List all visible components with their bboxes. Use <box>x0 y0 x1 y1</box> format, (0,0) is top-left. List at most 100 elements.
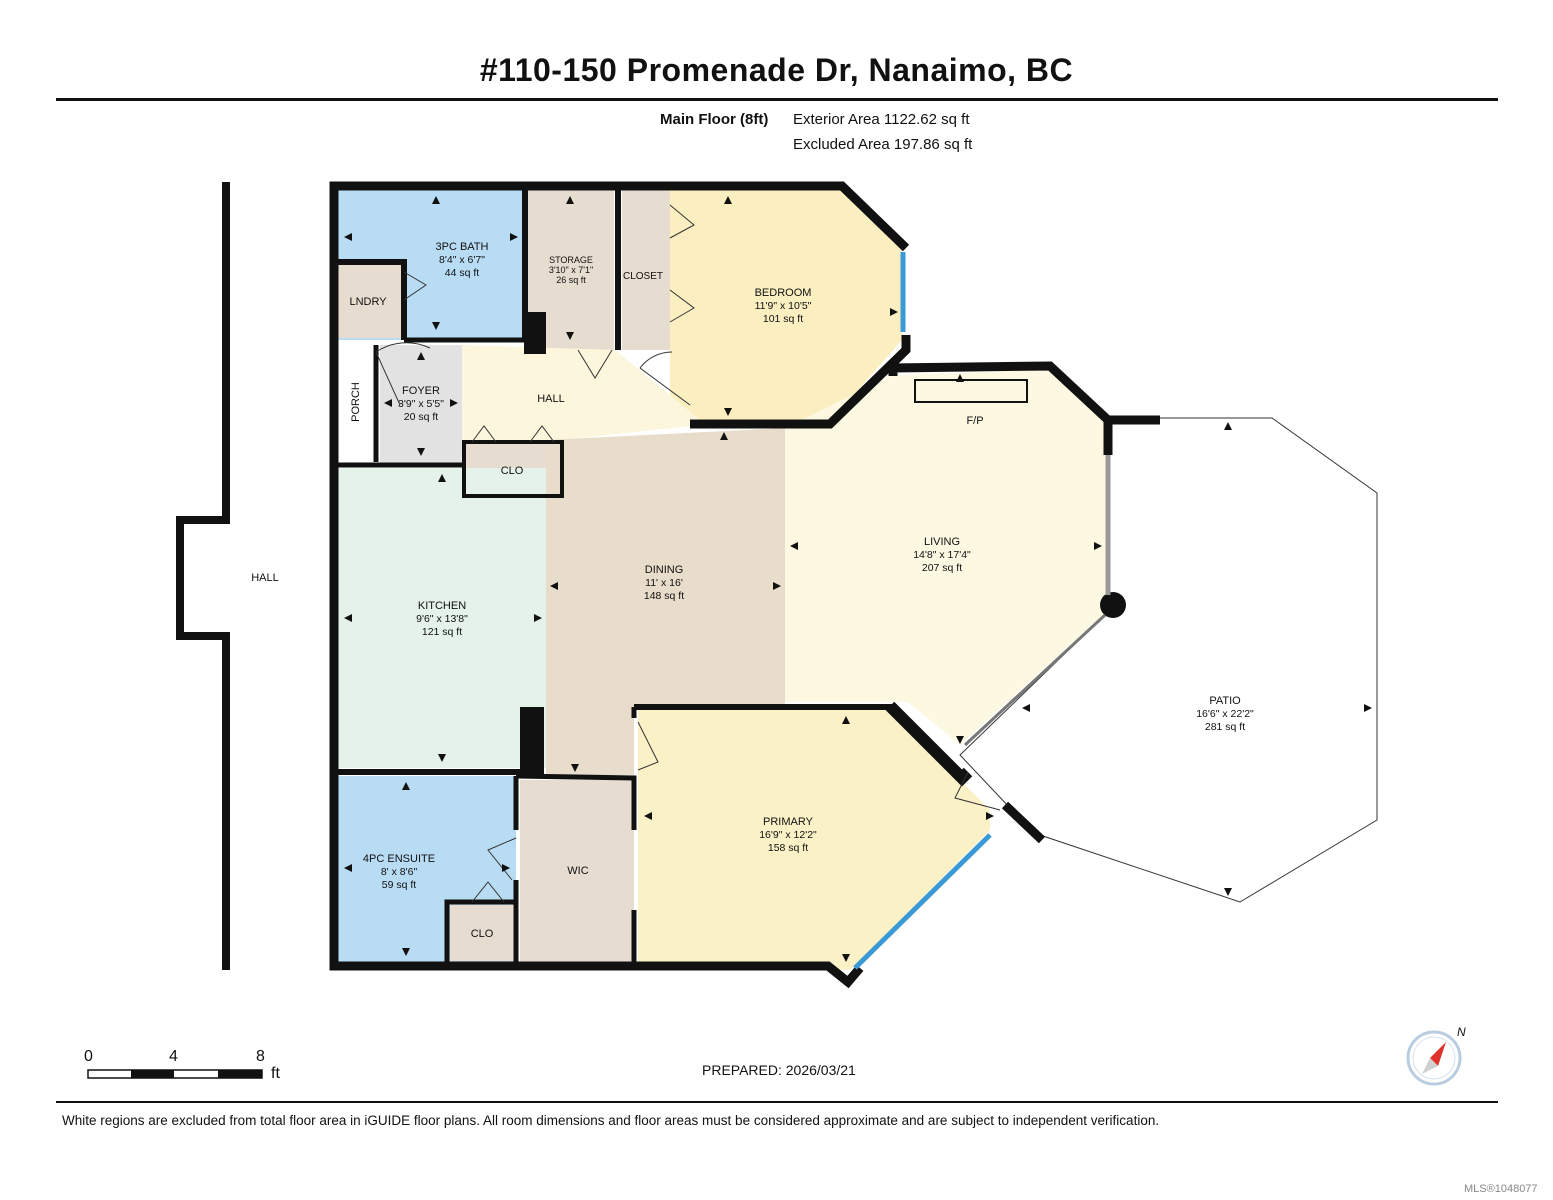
laundry-wall <box>338 259 407 340</box>
storage-door <box>577 349 613 379</box>
primary-window <box>853 833 992 970</box>
doors <box>375 204 1001 903</box>
patio-area <box>959 417 1378 903</box>
dining-area: 148 sq ft <box>644 590 684 602</box>
primary-fill <box>638 710 990 970</box>
wic-name: WIC <box>567 865 588 877</box>
bath3-area: 44 sq ft <box>445 267 480 279</box>
clo-ensuite-wall <box>444 899 516 966</box>
closet-door-2 <box>669 289 695 323</box>
laundry-name: LNDRY <box>349 296 387 308</box>
clo-foyer-wall <box>462 440 564 498</box>
primary-area: 158 sq ft <box>768 842 808 854</box>
bedroom-fill <box>670 190 902 422</box>
excluded-area-label: Excluded Area 197.86 sq ft <box>793 136 973 153</box>
outer-wall-bottom <box>329 462 864 989</box>
foyer-name: FOYER <box>402 385 440 397</box>
ensuite-area: 59 sq ft <box>382 879 417 891</box>
fireplace-box <box>914 379 1028 403</box>
bedroom-area: 101 sq ft <box>763 313 803 325</box>
clo-ensuite-name: CLO <box>471 928 494 940</box>
ensuite-name: 4PC ENSUITE <box>363 853 435 865</box>
closet-fill <box>622 190 670 350</box>
kitchen-fill <box>338 468 546 768</box>
footer-rule <box>56 1101 1498 1103</box>
disclaimer: White regions are excluded from total fl… <box>62 1113 1160 1128</box>
bath3-name: 3PC BATH <box>436 241 489 253</box>
patio-area: 281 sq ft <box>1205 721 1245 733</box>
dining-name: DINING <box>645 564 684 576</box>
kitchen-dims: 9'6" x 13'8" <box>416 613 468 625</box>
dining-dims: 11' x 16' <box>645 577 683 589</box>
patio-name: PATIO <box>1209 695 1241 707</box>
kitchen-name: KITCHEN <box>418 600 466 612</box>
exterior-area-label: Exterior Area 1122.62 sq ft <box>793 111 970 128</box>
porch-name: PORCH <box>350 382 362 422</box>
living-fill <box>785 370 1108 745</box>
bedroom-dims: 11'9" x 10'5" <box>755 300 812 312</box>
hall-outer-name: HALL <box>251 572 279 584</box>
patio-corner-wall <box>1001 801 1046 844</box>
hall-inner-name: HALL <box>537 393 565 405</box>
ensuite-dims: 8' x 8'6" <box>381 866 418 878</box>
room-labels: 3PC BATH 8'4" x 6'7" 44 sq ft STORAGE 3'… <box>251 241 1254 940</box>
fireplace-name: F/P <box>966 415 983 427</box>
foyer-dims: 3'9" x 5'5" <box>398 398 444 410</box>
primary-door <box>637 721 659 771</box>
mls-watermark: MLS®1048077 <box>1464 1183 1538 1195</box>
living-column <box>1100 592 1126 618</box>
bedroom-name: BEDROOM <box>755 287 812 299</box>
patio-door <box>954 771 1001 811</box>
dimension-arrows <box>344 196 1372 962</box>
kitchen-pillar <box>520 707 544 777</box>
bath3-dims: 8'4" x 6'7" <box>439 254 485 266</box>
clo-foyer-doors <box>471 425 555 443</box>
primary-name: PRIMARY <box>763 816 814 828</box>
scale-bar <box>87 1069 263 1079</box>
compass-icon: N <box>1406 1025 1466 1086</box>
living-name: LIVING <box>924 536 960 548</box>
clo-ensuite-fill <box>450 905 514 961</box>
room-fills <box>338 190 1378 970</box>
prepared-date: PREPARED: 2026/03/21 <box>702 1062 856 1078</box>
wic-fill <box>520 780 634 962</box>
outer-wall <box>329 181 910 462</box>
closet-door-1 <box>669 204 695 239</box>
storage-area: 26 sq ft <box>556 275 586 285</box>
clo-foyer-name: CLO <box>501 465 524 477</box>
floor-label: Main Floor (8ft) <box>660 111 769 128</box>
hall-fill <box>462 345 700 440</box>
compass-label: N <box>1457 1025 1466 1039</box>
wic-wall <box>515 773 637 830</box>
primary-diagonal-wall <box>885 701 973 787</box>
living-area: 207 sq ft <box>922 562 962 574</box>
bath-door <box>403 271 427 301</box>
storage-dims: 3'10" x 7'1" <box>549 265 593 275</box>
page-title: #110-150 Promenade Dr, Nanaimo, BC <box>479 52 1074 88</box>
living-dims: 14'8" x 17'4" <box>913 549 971 561</box>
windows <box>853 252 992 970</box>
foyer-area: 20 sq ft <box>404 411 439 423</box>
living-top-wall <box>888 361 1160 425</box>
scale-tick-8: 8 <box>256 1048 265 1065</box>
foyer-door <box>375 342 431 406</box>
closet-name: CLOSET <box>623 271 663 282</box>
walls <box>176 181 1160 989</box>
clo-ensuite-door <box>471 881 505 903</box>
patio-dims: 16'6" x 22'2" <box>1196 708 1254 720</box>
living-sliding-door <box>963 613 1107 747</box>
porch-fill <box>338 345 370 460</box>
bedroom-door <box>639 351 691 406</box>
title-rule <box>56 98 1498 101</box>
kitchen-area: 121 sq ft <box>422 626 462 638</box>
scale-tick-4: 4 <box>169 1048 178 1065</box>
storage-pillar <box>524 312 546 354</box>
corridor-wall <box>176 182 230 970</box>
dining-fill <box>546 428 785 775</box>
scale-tick-0: 0 <box>84 1048 93 1065</box>
bedroom-wall-lower <box>690 335 911 429</box>
storage-name: STORAGE <box>549 255 593 265</box>
laundry-fill <box>338 265 404 338</box>
primary-dims: 16'9" x 12'2" <box>759 829 817 841</box>
